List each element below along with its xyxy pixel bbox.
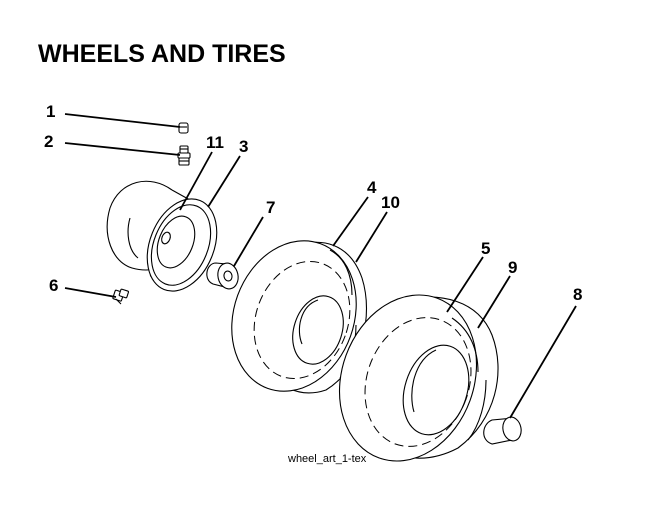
spacer-bushing-part: [206, 262, 239, 290]
callout-2: 2: [44, 132, 53, 151]
rear-tire-part: [338, 294, 499, 462]
figure-caption: wheel_art_1-tex: [287, 453, 367, 465]
callout-1: 1: [46, 102, 55, 121]
callout-9: 9: [508, 258, 517, 277]
grease-fitting-part: [112, 288, 130, 305]
front-tire-part: [231, 240, 368, 394]
hub-cap-part: [483, 416, 522, 445]
callout-5: 5: [481, 239, 490, 258]
callout-4: 4: [367, 178, 377, 197]
callout-3: 3: [239, 137, 248, 156]
callout-7: 7: [266, 198, 275, 217]
callout-10: 10: [381, 193, 400, 212]
valve-stem-part: [177, 145, 191, 166]
callout-11: 11: [206, 133, 224, 152]
callout-8: 8: [573, 285, 582, 304]
leader-lines: [64, 113, 577, 419]
diagram-title: WHEELS AND TIRES: [38, 40, 286, 68]
wheel-rim-part: [106, 180, 218, 292]
callout-6: 6: [49, 276, 58, 295]
valve-cap-part: [178, 122, 189, 134]
